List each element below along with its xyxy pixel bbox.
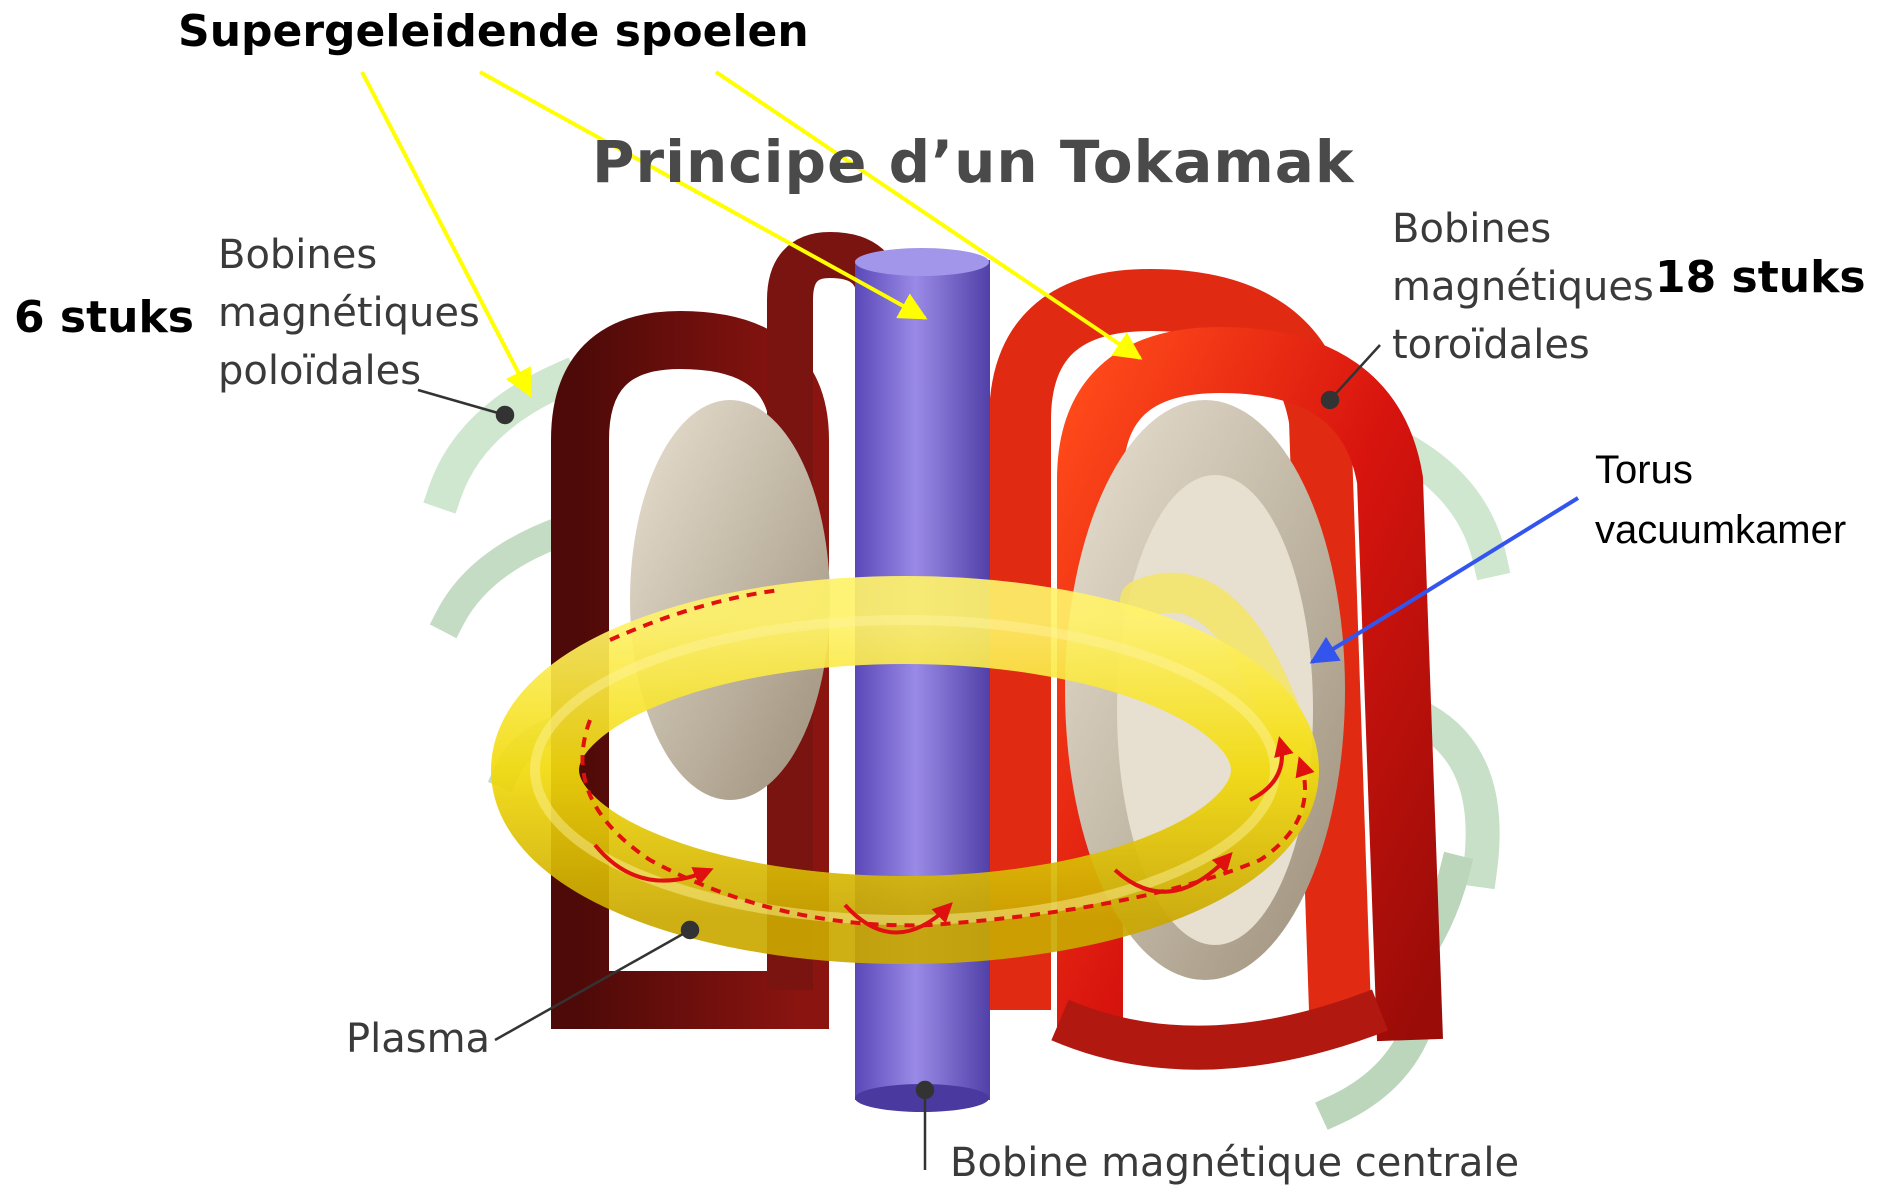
torus-label-line-2: vacuumkamer — [1595, 500, 1846, 560]
leader-central-dot — [917, 1082, 933, 1098]
torus-label-line-1: Torus — [1595, 440, 1846, 500]
toroidal-label-line-2: magnétiques — [1392, 258, 1654, 316]
superconducting-coils-label: Supergeleidende spoelen — [178, 6, 809, 57]
toroidal-label-line-1: Bobines — [1392, 200, 1654, 258]
central-solenoid-label: Bobine magnétique centrale — [950, 1134, 1519, 1192]
leader-toroidal-dot — [1322, 392, 1338, 408]
toroidal-coils-label: Bobines magnétiques toroïdales — [1392, 200, 1654, 374]
poloidal-count-label: 6 stuks — [14, 292, 194, 343]
poloidal-label-line-2: magnétiques — [218, 284, 480, 342]
central-solenoid — [855, 248, 990, 1112]
plasma-label: Plasma — [346, 1010, 490, 1068]
leader-plasma-dot — [682, 922, 698, 938]
poloidal-coil-left-middle — [450, 530, 565, 618]
diagram-title: Principe d’un Tokamak — [592, 128, 1354, 196]
leader-poloidal-dot — [497, 407, 513, 423]
torus-vacuum-chamber-label: Torus vacuumkamer — [1595, 440, 1846, 560]
poloidal-coils-label: Bobines magnétiques poloïdales — [218, 226, 480, 400]
poloidal-label-line-3: poloïdales — [218, 342, 480, 400]
poloidal-label-line-1: Bobines — [218, 226, 480, 284]
toroidal-count-label: 18 stuks — [1655, 252, 1866, 303]
toroidal-label-line-3: toroïdales — [1392, 316, 1654, 374]
